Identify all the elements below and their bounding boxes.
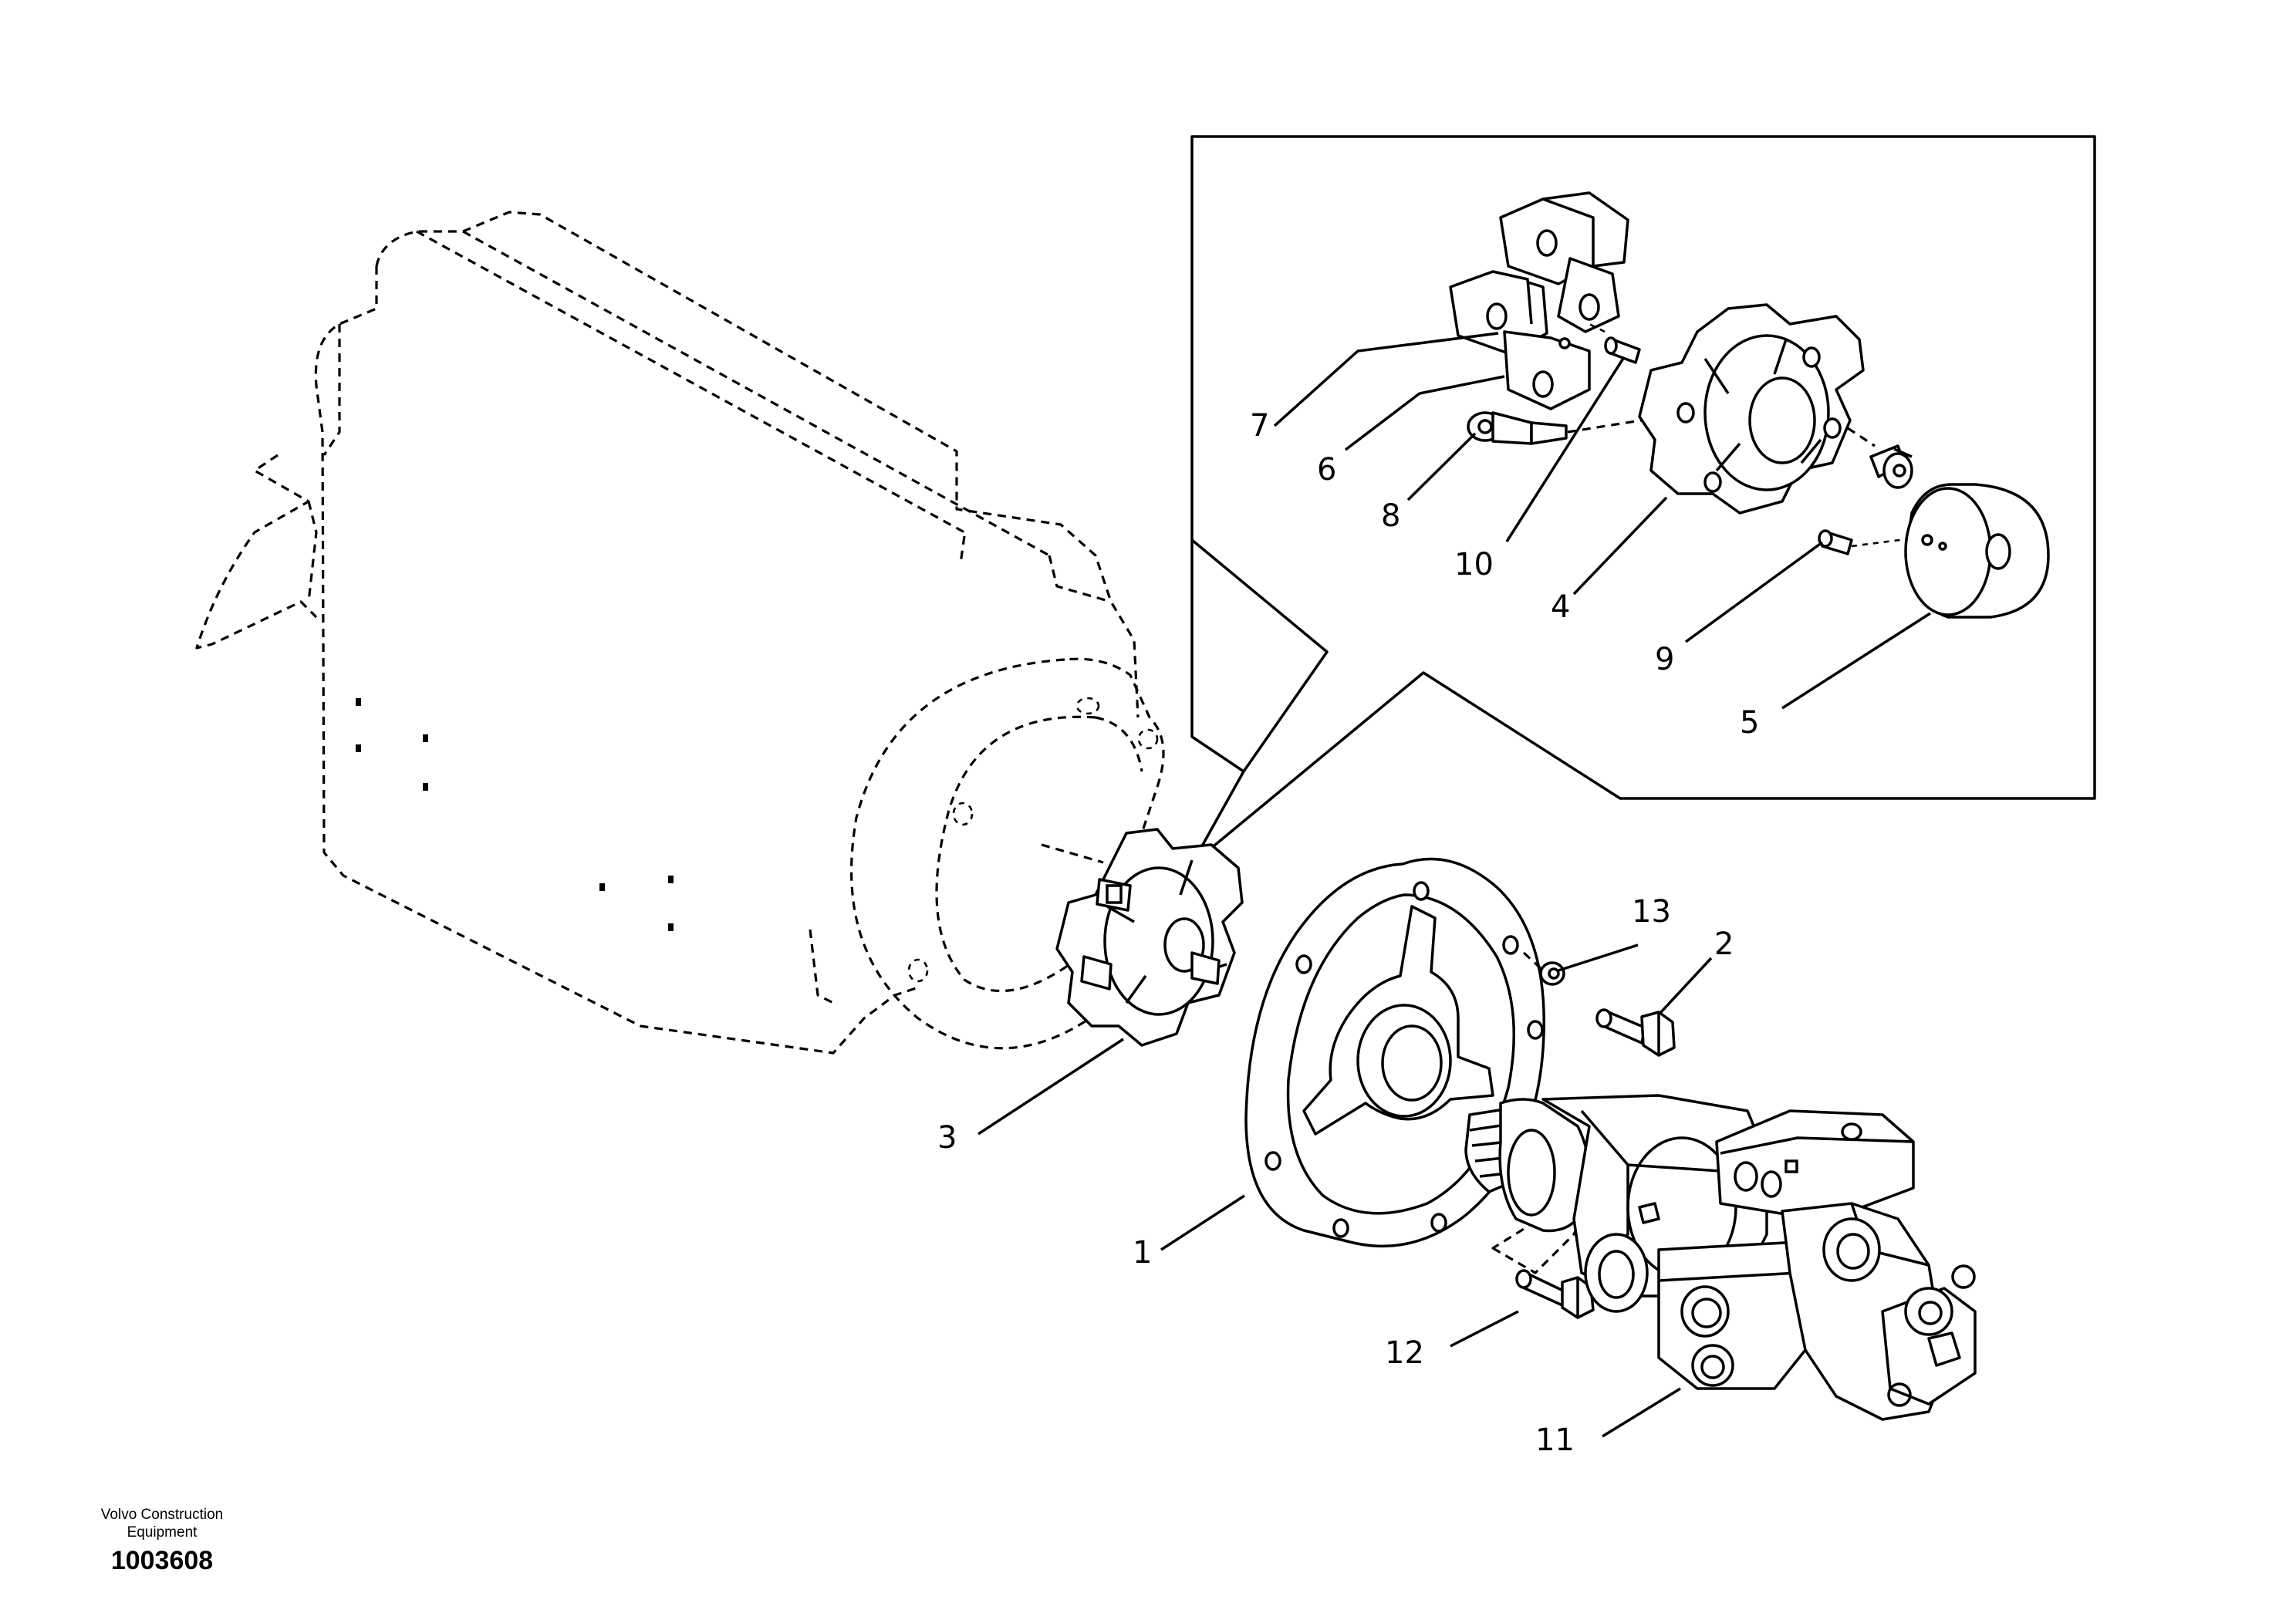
callout-13: 13 bbox=[1632, 894, 1671, 930]
brand-label: Volvo Construction Equipment bbox=[46, 1506, 278, 1541]
callout-11: 11 bbox=[1535, 1423, 1575, 1458]
leader-lines bbox=[977, 332, 1931, 1438]
callout-8: 8 bbox=[1381, 498, 1400, 534]
part-11-hydraulic-pump bbox=[1464, 1094, 1977, 1421]
part-7-coupling-block-upper bbox=[1499, 191, 1629, 333]
part-3-flexible-coupling bbox=[1041, 828, 1244, 1047]
brand-line-2: Equipment bbox=[127, 1524, 198, 1541]
part-9-set-screw bbox=[1818, 529, 1913, 555]
callout-10: 10 bbox=[1454, 547, 1494, 582]
part-12-bolt bbox=[1491, 1156, 1606, 1319]
part-4-coupling-element bbox=[1638, 303, 1876, 515]
callout-9: 9 bbox=[1655, 642, 1674, 677]
callout-1: 1 bbox=[1133, 1235, 1152, 1271]
engine-outline bbox=[195, 211, 1165, 1055]
part-13-washer bbox=[1522, 951, 1565, 986]
callout-3: 3 bbox=[937, 1120, 957, 1156]
callout-7: 7 bbox=[1250, 408, 1269, 444]
coupling-screw bbox=[1869, 444, 1913, 489]
callout-4: 4 bbox=[1551, 589, 1570, 625]
callout-6: 6 bbox=[1317, 452, 1336, 488]
part-6-coupling-block-lower bbox=[1449, 270, 1591, 410]
part-10-pin bbox=[1589, 322, 1641, 364]
callout-5: 5 bbox=[1740, 705, 1759, 741]
callout-12: 12 bbox=[1385, 1335, 1424, 1371]
drawing-number: 1003608 bbox=[110, 1546, 214, 1575]
part-8-socket-screw bbox=[1467, 411, 1690, 445]
part-2-hex-bolt bbox=[1595, 1008, 1676, 1057]
callout-2: 2 bbox=[1714, 926, 1734, 962]
detail-inset-frame bbox=[1190, 135, 2096, 866]
brand-line-1: Volvo Construction bbox=[100, 1507, 224, 1523]
part-5-hub bbox=[1904, 483, 2050, 619]
